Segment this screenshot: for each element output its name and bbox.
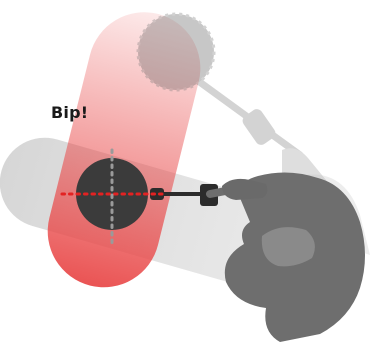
hand-icon [222, 172, 365, 342]
crosshair-icon [60, 148, 164, 246]
beep-label: Bip! [51, 103, 89, 122]
